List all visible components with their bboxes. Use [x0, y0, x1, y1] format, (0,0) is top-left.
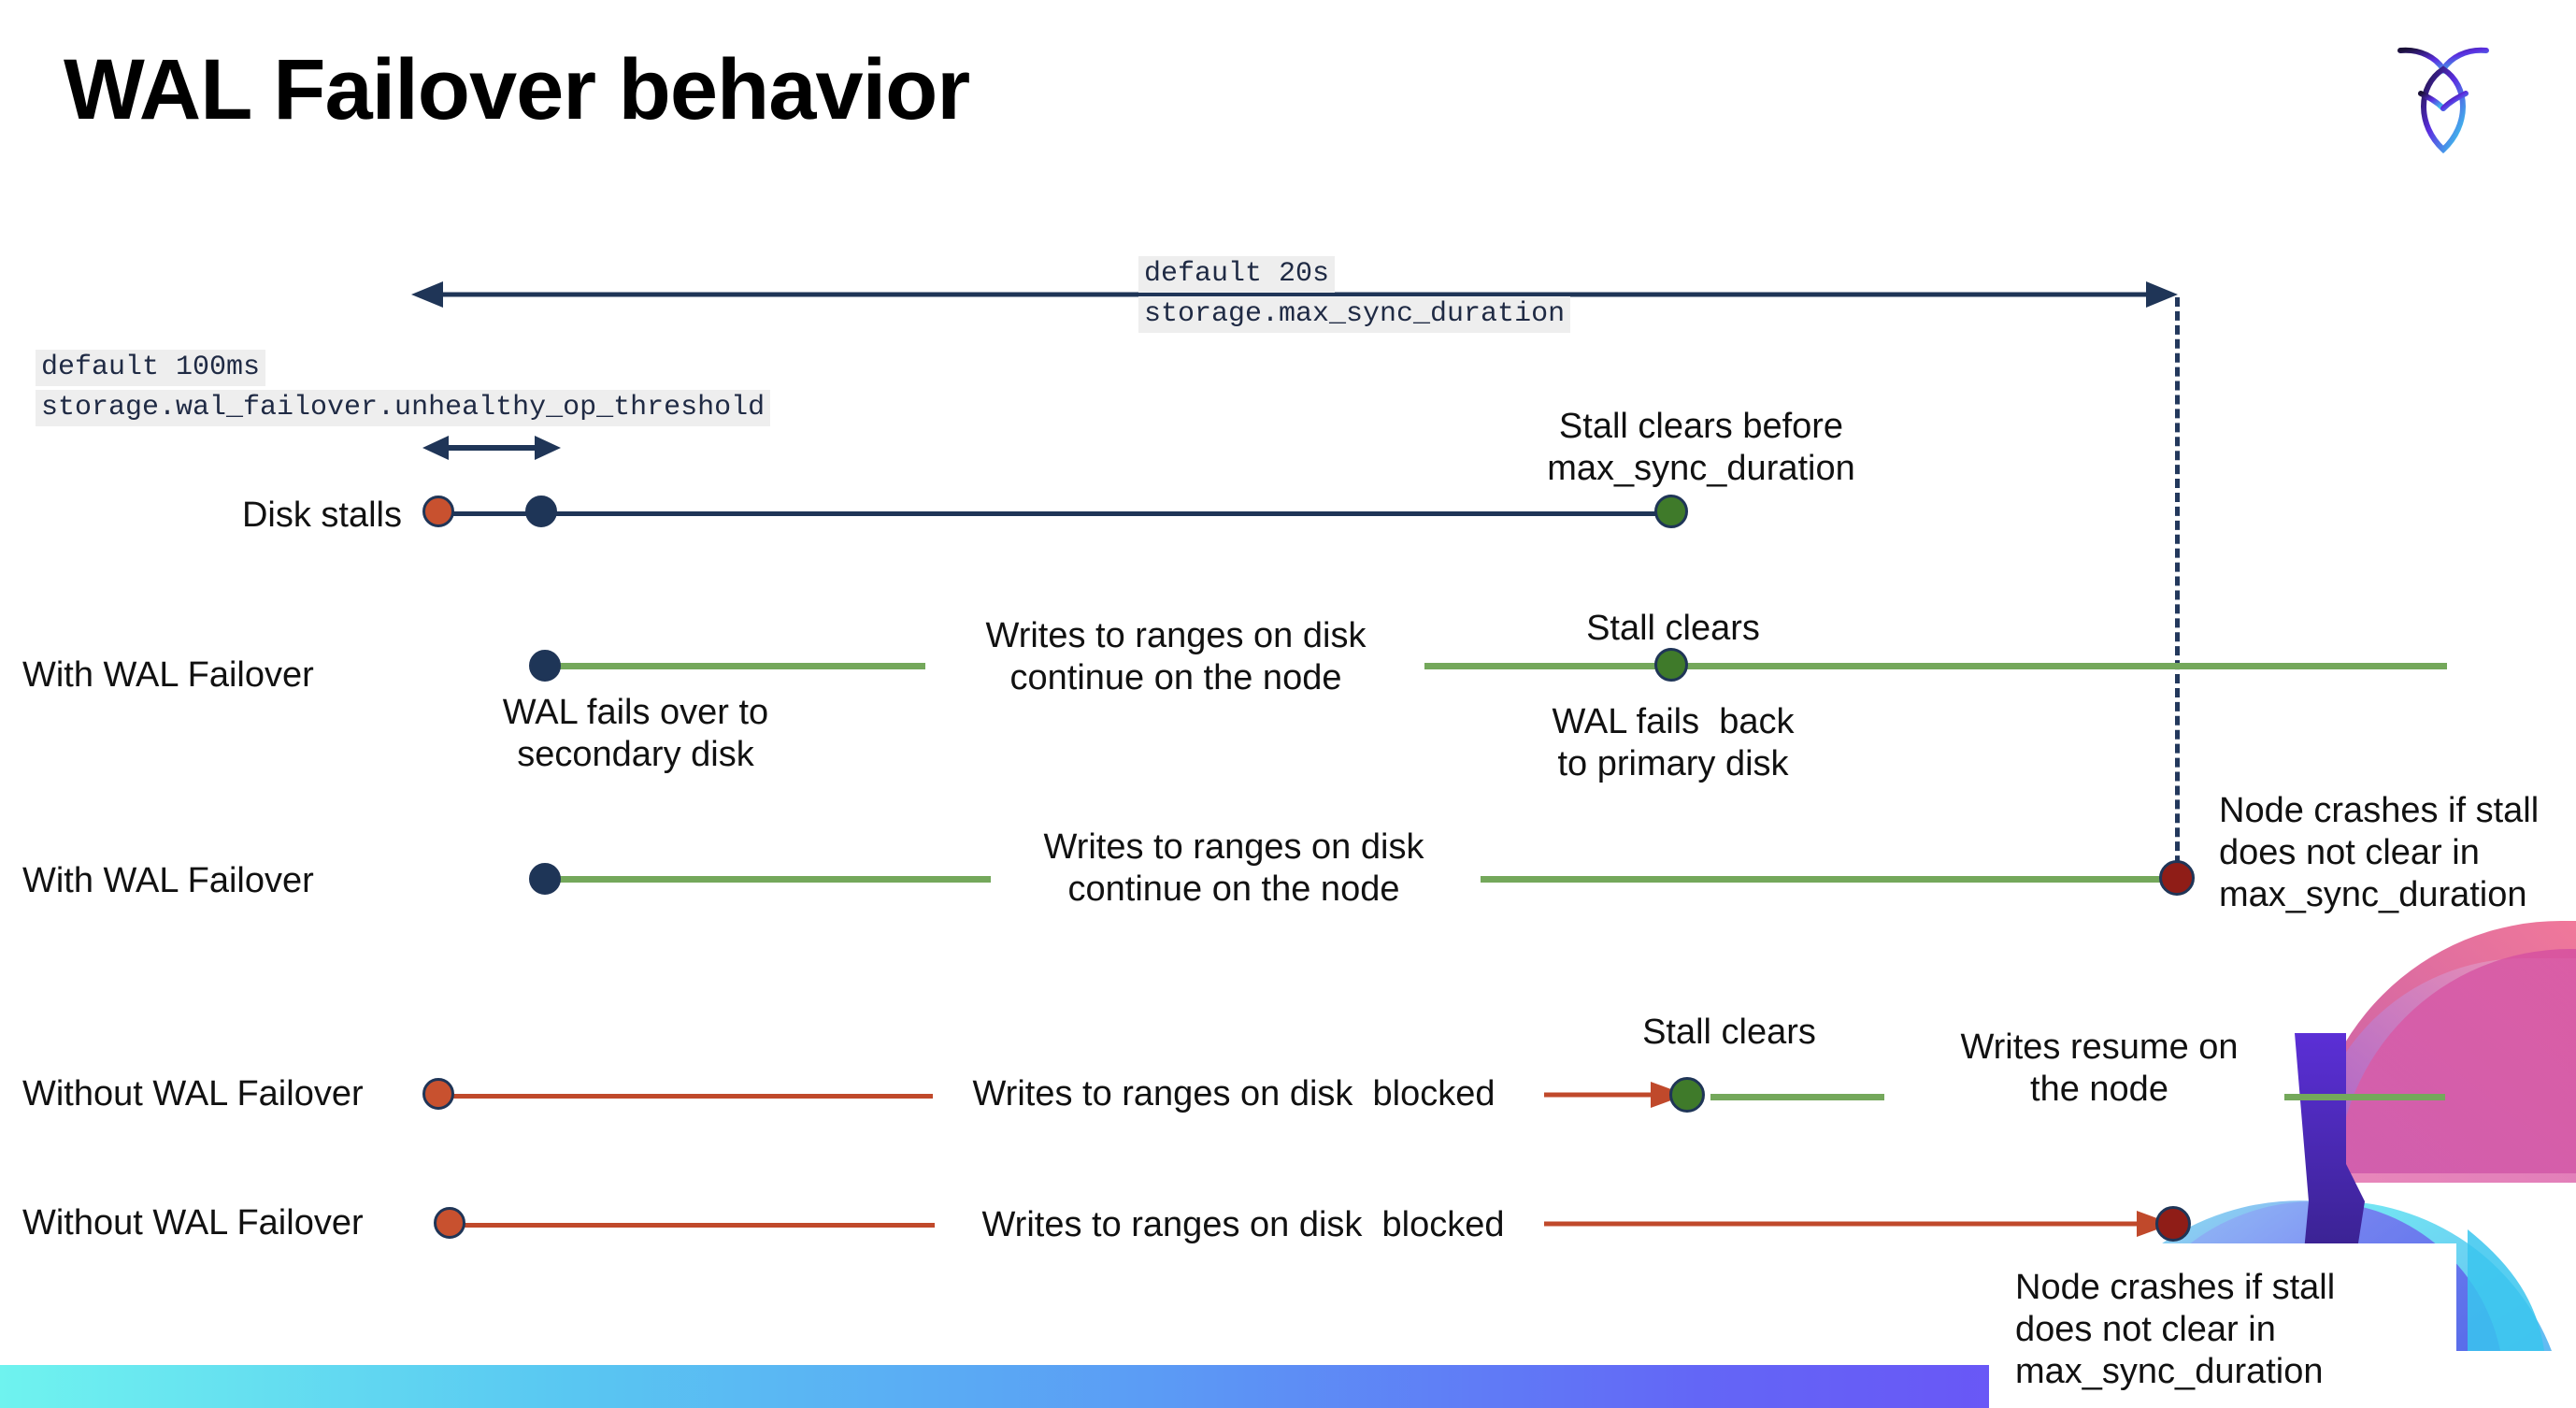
- unhealthy-default-label: default 100ms: [36, 350, 266, 386]
- note-node-crashes-2: Node crashes if stall does not clear in …: [2015, 1268, 2336, 1391]
- note-writes-blocked-2: Writes to ranges on disk blocked: [981, 1205, 1505, 1244]
- disk-stall-clears-dot: [1654, 495, 1688, 528]
- row-label-disk-stalls: Disk stalls: [241, 496, 402, 535]
- row-label-without-wal-failover-1: Without WAL Failover: [22, 1074, 364, 1113]
- note-node-crashes-1: Node crashes if stall does not clear in …: [2219, 791, 2540, 914]
- blocked-writes-arrow-2: [1544, 1208, 2172, 1240]
- node-crash-dot-1: [2159, 860, 2195, 896]
- blocked-writes-segment-1: [447, 1094, 933, 1099]
- max-sync-setting-label: storage.max_sync_duration: [1138, 296, 1571, 333]
- row-label-with-wal-failover-1: With WAL Failover: [22, 655, 314, 695]
- wal-failover-secondary-segment-2b: [1481, 876, 2172, 883]
- writes-resume-segment-1: [1710, 1094, 1884, 1100]
- note-stall-clears-before-max-sync: Stall clears before max_sync_duration: [1547, 407, 1855, 488]
- row-label-with-wal-failover-2: With WAL Failover: [22, 861, 314, 900]
- note-writes-resume: Writes resume on the node: [1960, 1027, 2239, 1109]
- wal-failover-secondary-segment-1: [551, 663, 925, 669]
- disk-stall-failover-dot: [525, 496, 557, 527]
- note-wal-fails-over-secondary: WAL fails over to secondary disk: [502, 693, 769, 774]
- row-label-without-wal-failover-2: Without WAL Failover: [22, 1203, 364, 1243]
- blocked-writes-arrow-1: [1544, 1079, 1686, 1111]
- note-backdrop-box: [1989, 1243, 2456, 1408]
- stall-start-dot-2: [434, 1207, 465, 1239]
- note-writes-continue-2: Writes to ranges on disk continue on the…: [1043, 827, 1424, 909]
- note-stall-clears-1: Stall clears: [1586, 609, 1760, 648]
- unhealthy-threshold-span-arrow: [422, 432, 561, 464]
- wal-failover-start-dot-1: [529, 650, 561, 682]
- note-writes-continue-1: Writes to ranges on disk continue on the…: [985, 616, 1367, 697]
- page-title: WAL Failover behavior: [64, 42, 970, 137]
- note-wal-fails-back-primary: WAL fails back to primary disk: [1552, 702, 1795, 783]
- writes-resume-segment-2: [2284, 1094, 2445, 1100]
- note-writes-blocked-1: Writes to ranges on disk blocked: [972, 1074, 1496, 1113]
- max-sync-deadline-guideline: [2175, 297, 2180, 879]
- node-crash-dot-2: [2155, 1206, 2191, 1242]
- stall-clears-dot-2: [1669, 1077, 1705, 1113]
- wal-failover-secondary-segment-2: [551, 876, 991, 883]
- max-sync-duration-span-arrow: [411, 276, 2178, 313]
- note-stall-clears-2: Stall clears: [1642, 1013, 1816, 1052]
- max-sync-default-label: default 20s: [1138, 256, 1336, 293]
- cockroachdb-logo-icon: [2393, 36, 2494, 157]
- wal-failover-start-dot-2: [529, 863, 561, 895]
- disk-stall-start-dot: [422, 496, 454, 527]
- wal-failover-primary-segment-1: [1424, 663, 2447, 669]
- stall-start-dot-1: [422, 1078, 454, 1110]
- wal-failover-stall-clears-dot-1: [1654, 648, 1688, 682]
- blocked-writes-segment-2: [458, 1223, 935, 1228]
- unhealthy-setting-label: storage.wal_failover.unhealthy_op_thresh…: [36, 390, 771, 426]
- disk-stall-timeline: [447, 511, 1671, 516]
